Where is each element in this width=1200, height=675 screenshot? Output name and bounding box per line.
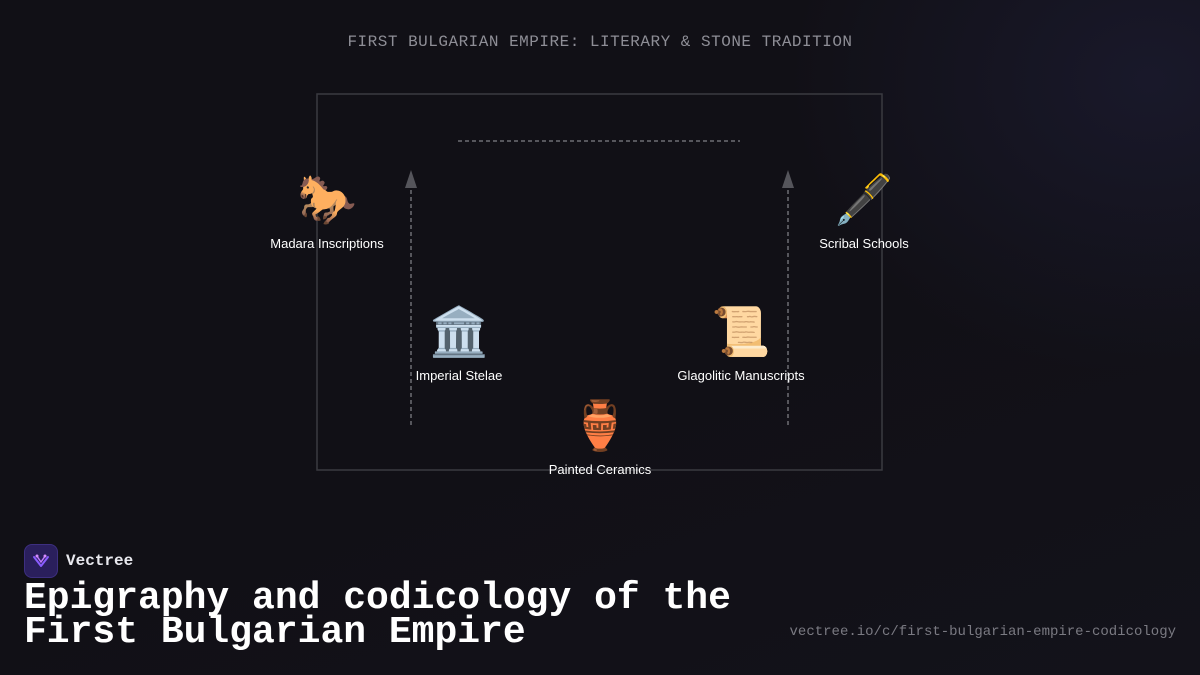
brand: Vectree [24,544,133,578]
node-painted-ceramics: 🏺 Painted Ceramics [510,398,690,477]
brand-name: Vectree [66,552,134,570]
node-label: Madara Inscriptions [270,236,384,251]
amphora-icon: 🏺 [570,398,630,454]
node-label: Scribal Schools [819,236,909,251]
node-glagolitic-manuscripts: 📜 Glagolitic Manuscripts [651,304,831,383]
node-label: Painted Ceramics [548,462,652,477]
left-arrowhead [405,170,417,188]
node-scribal-schools: 🖋️ Scribal Schools [774,172,954,251]
diagram-frame [316,93,883,471]
node-label: Imperial Stelae [415,368,503,383]
diagram-title: FIRST BULGARIAN EMPIRE: LITERARY & STONE… [347,33,853,51]
headline-line-1: Epigraphy and codicology of the [24,577,731,620]
scroll-icon: 📜 [711,304,771,360]
node-imperial-stelae: 🏛️ Imperial Stelae [369,304,549,383]
fountain-pen-icon: 🖋️ [834,172,894,228]
node-label: Glagolitic Manuscripts [677,368,805,383]
horse-icon: 🐎 [297,172,357,228]
classical-building-icon: 🏛️ [429,304,489,360]
source-url[interactable]: vectree.io/c/first-bulgarian-empire-codi… [789,624,1176,640]
page-headline: Epigraphy and codicology of the First Bu… [24,577,764,654]
right-arrowhead [782,170,794,188]
headline-line-2: First Bulgarian Empire [24,611,526,654]
logo-mark [33,554,49,567]
vectree-logo-icon [24,544,58,578]
node-madara-inscriptions: 🐎 Madara Inscriptions [237,172,417,251]
